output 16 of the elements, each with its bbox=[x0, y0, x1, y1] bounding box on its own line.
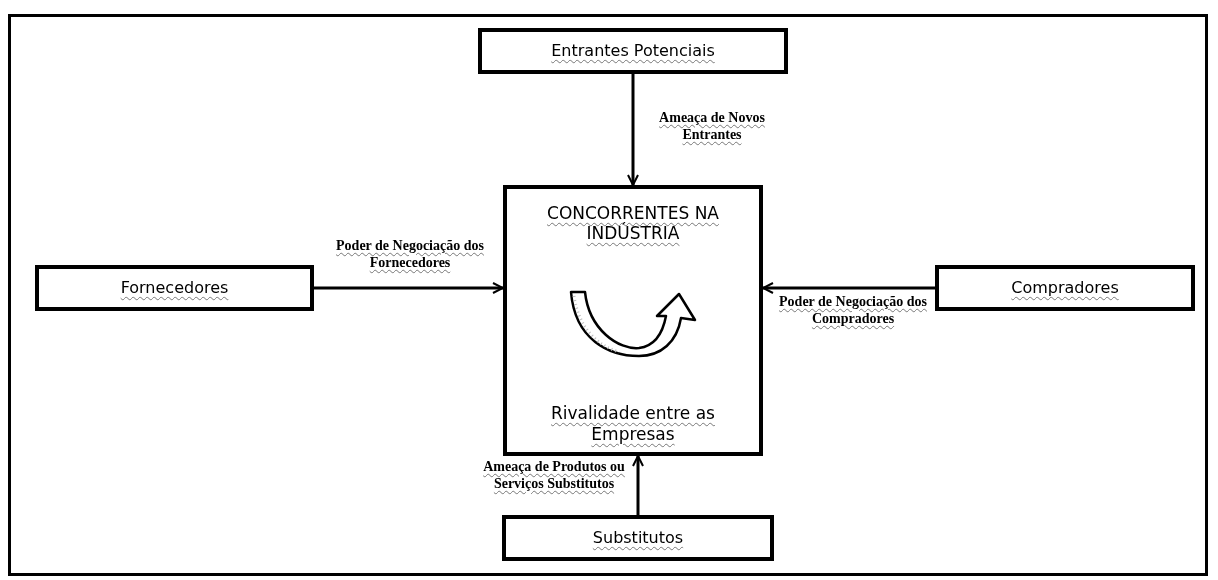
box-label: Entrantes Potenciais bbox=[551, 41, 715, 61]
process-box bbox=[502, 515, 774, 561]
arrow bbox=[314, 282, 504, 294]
process-box bbox=[35, 265, 314, 311]
box-label: Compradores bbox=[1011, 278, 1119, 298]
box-heading: CONCORRENTES NA INDÚSTRIA bbox=[546, 203, 720, 244]
arrow bbox=[762, 282, 935, 294]
process-box bbox=[478, 28, 788, 74]
arrow bbox=[627, 74, 639, 186]
box-label: Fornecedores bbox=[120, 278, 229, 298]
process-box bbox=[503, 185, 763, 456]
box-label: Substitutos bbox=[592, 528, 684, 548]
box-label: Rivalidade entre as Empresas bbox=[550, 403, 716, 444]
process-box bbox=[935, 265, 1195, 311]
edge-label: Ameaça de Produtos ou Serviços Substitutos bbox=[480, 459, 628, 493]
arrow bbox=[632, 455, 644, 515]
